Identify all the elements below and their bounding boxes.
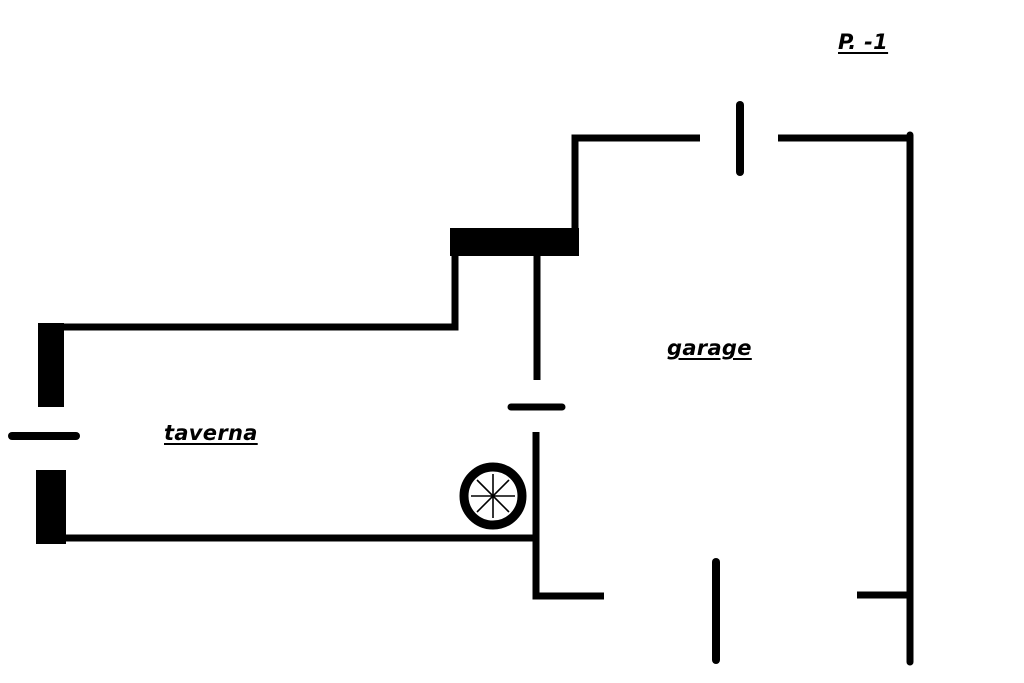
wall-taverna-top — [44, 256, 459, 331]
wall-taverna-left-lower — [36, 470, 66, 544]
floor-level-label: P. -1 — [838, 30, 889, 54]
room-label-taverna: taverna — [164, 421, 258, 445]
wall-garage-bottom-left — [532, 432, 604, 600]
wall-taverna-left-upper — [38, 323, 64, 407]
stair-spiral-icon — [459, 462, 527, 530]
wall-garage-top-left — [571, 134, 700, 233]
room-label-garage: garage — [667, 336, 752, 360]
wall-thick-step — [450, 228, 579, 256]
